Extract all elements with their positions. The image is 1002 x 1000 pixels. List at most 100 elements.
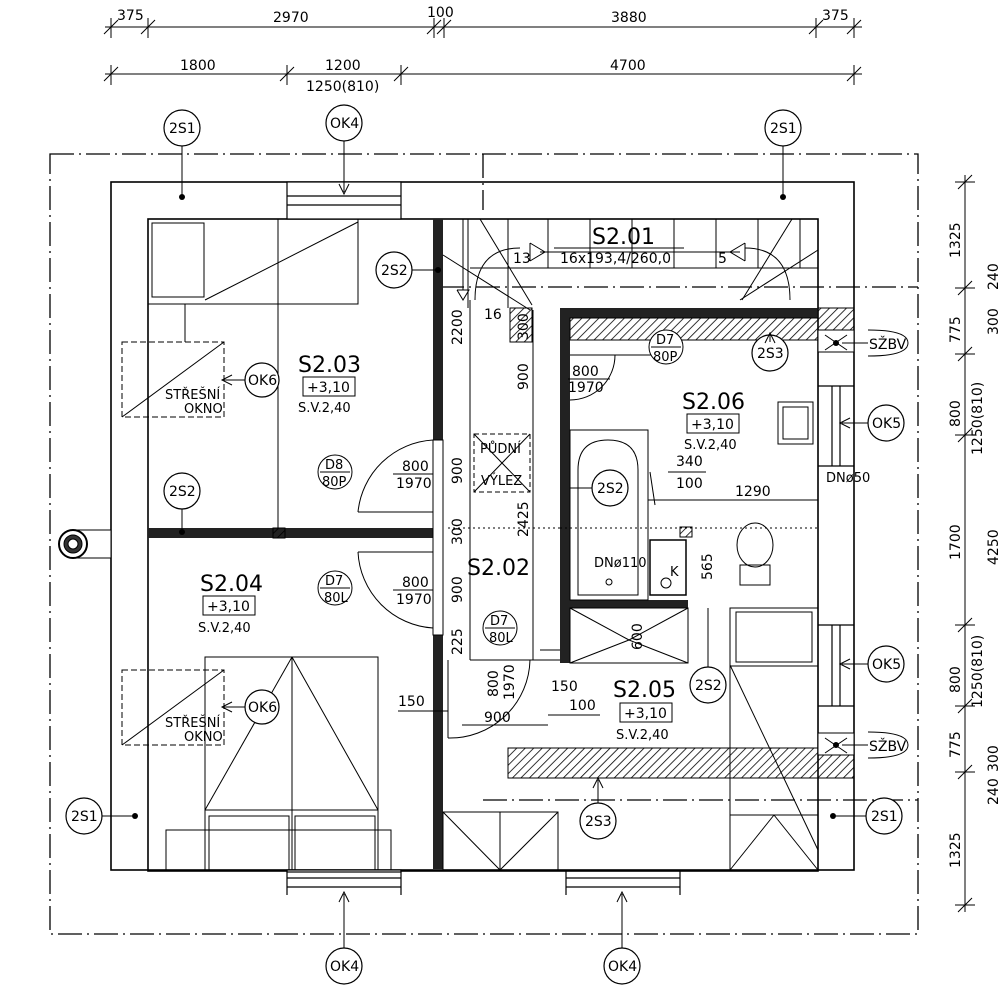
tag-ok4-text-3: OK4 xyxy=(608,959,637,975)
vent-pipe-icon xyxy=(58,529,112,559)
tag-2s1-top-left: 2S1 xyxy=(163,109,201,200)
door-d7b-h: 1970 xyxy=(502,664,518,700)
tag-szbv-upper: SŽBV xyxy=(817,329,909,357)
attic-hatch xyxy=(473,433,531,493)
door-swing-d7-s205 xyxy=(447,659,531,739)
tag-2s1-text-3: 2S1 xyxy=(71,809,98,825)
tag-2s3-upper: 2S3 xyxy=(751,331,789,372)
interior-walls xyxy=(148,219,818,869)
dim-edge-240a: 240 xyxy=(986,263,1002,290)
door-d8-w: 800 xyxy=(402,459,429,475)
bedroom-furniture-bottom xyxy=(121,656,392,871)
dim-right-1250a: 1250(810) xyxy=(970,382,986,455)
dim-top-3880: 3880 xyxy=(611,10,647,26)
tag-ok4-bottom-left: OK4 xyxy=(325,890,363,985)
dim-edge-300a: 300 xyxy=(986,308,1002,335)
tag-ok5-lower: OK5 xyxy=(838,645,905,683)
tag-2s1-top-right: 2S1 xyxy=(764,109,802,200)
attic-label-2: VÝLEZ xyxy=(481,473,522,489)
dim-900a: 900 xyxy=(516,363,532,390)
dim-top-100: 100 xyxy=(427,5,454,21)
dim-900b: 900 xyxy=(450,457,466,484)
door-swing-d7-s204 xyxy=(357,551,434,629)
tag-2s2-corridor: 2S2 xyxy=(375,251,441,289)
dim-top-4700: 4700 xyxy=(610,58,646,74)
dim-300a: 300 xyxy=(516,313,532,340)
stair-note: 16x193,4/260,0 xyxy=(560,251,671,267)
tag-szbv-text-1: SŽBV xyxy=(869,335,907,353)
room-id-s203: S2.03 xyxy=(298,353,361,378)
dim-top-2970: 2970 xyxy=(273,10,309,26)
inner-dimensions: 300 2200 900 900 300 2425 900 225 150 90… xyxy=(398,309,771,726)
right-window-upper xyxy=(818,385,854,467)
dimension-lines-top xyxy=(103,18,862,85)
drain-50: DNø50 xyxy=(826,471,870,486)
stair-step-5: 5 xyxy=(718,251,727,267)
tag-2s2-text-3: 2S2 xyxy=(597,481,624,497)
hatched-beams xyxy=(507,307,855,779)
bottom-window-right xyxy=(565,870,681,895)
door-d7b-code: D7 xyxy=(490,614,508,629)
dimension-lines-right xyxy=(955,174,975,913)
bathroom-upper-fixtures xyxy=(569,354,814,601)
dim-right-800a: 800 xyxy=(948,400,964,427)
staircase xyxy=(442,218,819,311)
attic-label-1: PŮDNÍ xyxy=(480,441,521,457)
tag-2s1-bottom-left: 2S1 xyxy=(65,797,138,835)
roof-window-label-3: STŘEŠNÍ xyxy=(165,715,220,731)
stair-step-16: 16 xyxy=(484,307,502,323)
inner-dimension-lines xyxy=(398,471,818,726)
dim-150b: 150 xyxy=(551,679,578,695)
dim-right-1250b: 1250(810) xyxy=(970,635,986,708)
room-height-s206: S.V.2,40 xyxy=(684,438,737,453)
dimension-text-top: 375 2970 100 3880 375 1800 1200 4700 125… xyxy=(117,5,849,95)
room-level-s204: +3,10 xyxy=(207,599,250,615)
tag-ok4-text-2: OK4 xyxy=(330,959,359,975)
tag-2s2-text-4: 2S2 xyxy=(695,678,722,694)
tag-2s2-text-2: 2S2 xyxy=(169,484,196,500)
room-height-s205: S.V.2,40 xyxy=(616,728,669,743)
dim-edge-240b: 240 xyxy=(986,778,1002,805)
tag-2s3-text-2: 2S3 xyxy=(585,814,612,830)
roof-window-label-2: OKNO xyxy=(184,402,223,417)
room-id-s205: S2.05 xyxy=(613,678,676,703)
tag-2s2-wc: 2S2 xyxy=(689,608,727,704)
tag-szbv-text-2: SŽBV xyxy=(869,737,907,755)
tag-ok5-text-2: OK5 xyxy=(872,657,901,673)
dim-150a: 150 xyxy=(398,694,425,710)
k-label: K xyxy=(670,565,679,580)
dim-600: 600 xyxy=(630,623,646,650)
dim-225: 225 xyxy=(450,628,466,655)
bathroom-lower-fixtures xyxy=(442,607,819,871)
door-d8-h: 1970 xyxy=(396,476,432,492)
tag-2s2-bath: 2S2 xyxy=(570,469,629,507)
room-id-s201: S2.01 xyxy=(592,225,655,250)
tag-2s3-text-1: 2S3 xyxy=(757,346,784,362)
door-d7c-h: 1970 xyxy=(568,380,604,396)
dim-300b: 300 xyxy=(450,518,466,545)
room-id-s202: S2.02 xyxy=(467,556,530,581)
dim-right-1700: 1700 xyxy=(948,524,964,560)
tag-ok5-text-1: OK5 xyxy=(872,416,901,432)
tag-ok5-upper: OK5 xyxy=(838,404,905,442)
tag-ok4-bottom-right: OK4 xyxy=(603,890,641,985)
tag-2s1-bottom-right: 2S1 xyxy=(830,797,903,835)
door-d7c-code: D7 xyxy=(656,333,674,348)
dim-2200: 2200 xyxy=(450,309,466,345)
tag-2s2-text-1: 2S2 xyxy=(381,263,408,279)
dim-right-1325a: 1325 xyxy=(948,222,964,258)
door-d7b-type: 80L xyxy=(489,631,514,646)
room-id-s204: S2.04 xyxy=(200,572,263,597)
room-level-s206: +3,10 xyxy=(691,417,734,433)
dim-top-1250: 1250(810) xyxy=(306,79,379,95)
tag-2s1-text-4: 2S1 xyxy=(871,809,898,825)
drain-110: DNø110 xyxy=(594,556,647,571)
tag-2s1-text-2: 2S1 xyxy=(770,121,797,137)
tag-2s2-bedroom: 2S2 xyxy=(163,472,201,535)
dim-900c: 900 xyxy=(450,576,466,603)
dimension-text-right: 1325 775 800 1250(810) 1700 800 1250(810… xyxy=(948,222,1002,868)
roof-outline xyxy=(49,153,919,935)
roof-window-label-4: OKNO xyxy=(184,730,223,745)
dim-100b: 100 xyxy=(676,476,703,492)
